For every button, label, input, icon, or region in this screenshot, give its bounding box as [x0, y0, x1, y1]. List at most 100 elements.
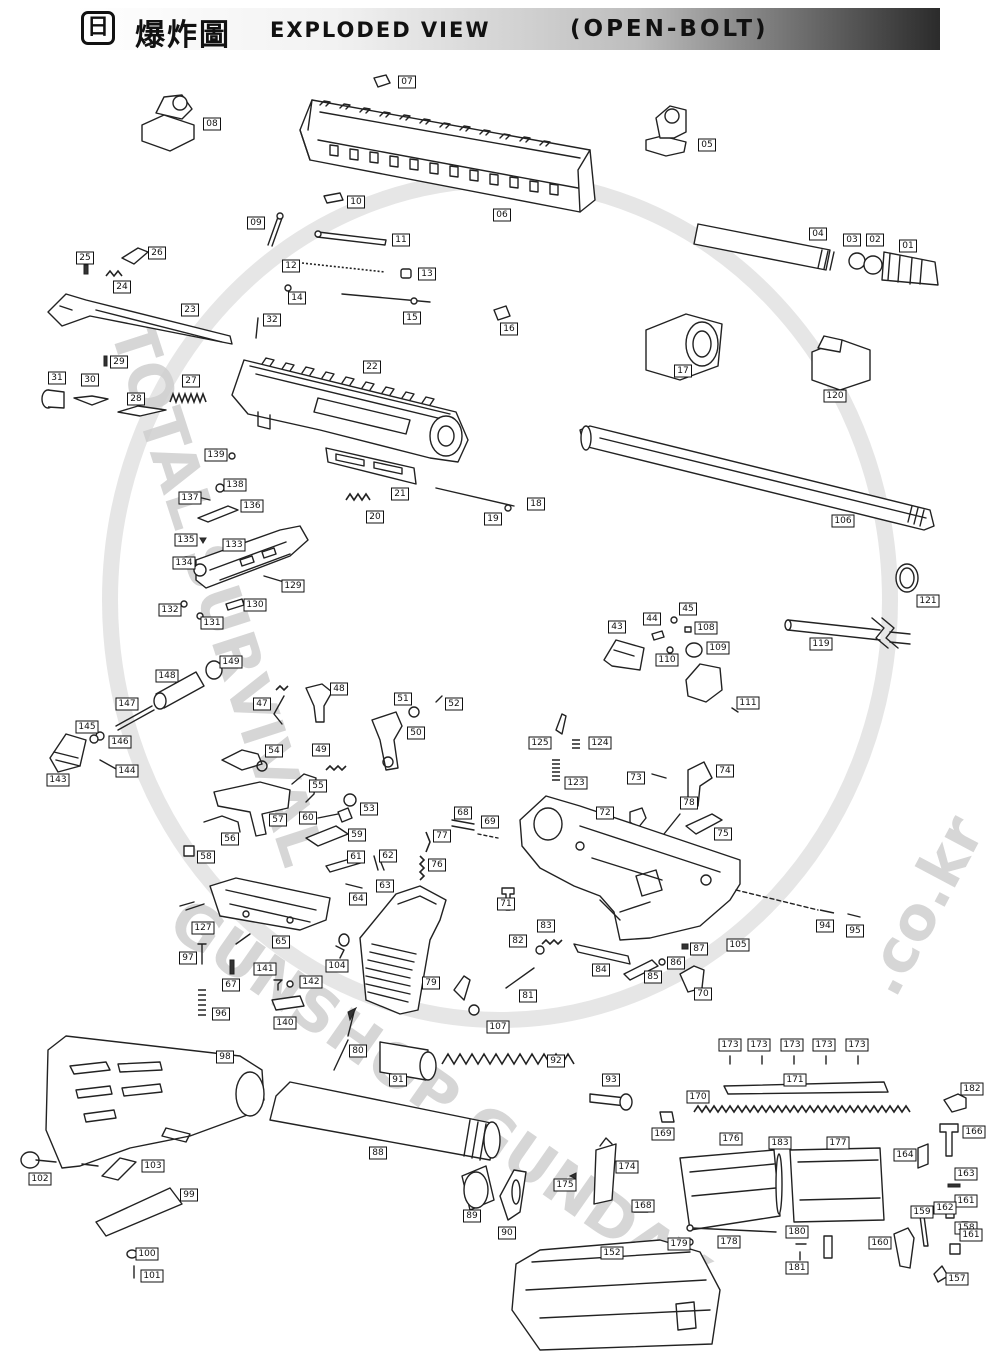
- part-callout-79: 79: [422, 976, 440, 990]
- part-callout-03: 03: [843, 233, 861, 247]
- part-callout-111: 111: [736, 696, 760, 710]
- part-number-label: 98: [219, 1052, 231, 1062]
- part-callout-164: 164: [893, 1148, 917, 1162]
- part-number-label: 04: [812, 229, 824, 239]
- part-number-label: 161: [962, 1230, 979, 1240]
- part-callout-100: 100: [135, 1247, 159, 1261]
- part-callout-20: 20: [366, 510, 384, 524]
- part-callout-101: 101: [140, 1269, 164, 1283]
- part-callout-box: [954, 1167, 978, 1181]
- part-callout-box: [717, 1235, 741, 1249]
- part-callout-86: 86: [667, 956, 685, 970]
- part-number-label: 159: [913, 1207, 930, 1217]
- part-callout-43: 43: [608, 620, 626, 634]
- part-callout-box: [588, 736, 612, 750]
- part-callout-box: [347, 195, 365, 209]
- part-callout-109: 109: [706, 641, 730, 655]
- part-callout-box: [376, 879, 394, 893]
- part-callout-14: 14: [288, 291, 306, 305]
- part-callout-box: [179, 951, 197, 965]
- part-callout-07: 07: [398, 75, 416, 89]
- part-callout-125: 125: [528, 736, 552, 750]
- part-number-label: 110: [658, 655, 675, 665]
- part-callout-box: [826, 1136, 850, 1150]
- part-number-label: 88: [372, 1148, 384, 1158]
- part-number-label: 166: [965, 1127, 982, 1137]
- part-callout-99: 99: [180, 1188, 198, 1202]
- part-number-label: 24: [116, 282, 128, 292]
- part-callout-57: 57: [269, 813, 287, 827]
- part-number-label: 143: [49, 775, 66, 785]
- part-callout-box: [714, 827, 732, 841]
- part-callout-139: 139: [204, 448, 228, 462]
- part-callout-59: 59: [348, 828, 366, 842]
- part-number-label: 63: [379, 881, 390, 891]
- part-callout-box: [493, 208, 511, 222]
- part-number-label: 176: [722, 1134, 739, 1144]
- part-number-label: 174: [618, 1162, 635, 1172]
- part-callout-177: 177: [826, 1136, 850, 1150]
- part-callout-181: 181: [785, 1261, 809, 1275]
- part-callout-box: [960, 1082, 984, 1096]
- part-callout-box: [155, 669, 179, 683]
- part-number-label: 90: [501, 1228, 513, 1238]
- part-callout-box: [674, 364, 692, 378]
- part-number-label: 15: [406, 313, 417, 323]
- part-number-label: 168: [634, 1201, 651, 1211]
- part-number-label: 28: [130, 394, 142, 404]
- part-callout-52: 52: [445, 697, 463, 711]
- part-callout-130: 130: [243, 598, 267, 612]
- part-callout-box: [394, 692, 412, 706]
- part-callout-box: [600, 1246, 624, 1260]
- part-number-label: 72: [599, 808, 610, 818]
- part-callout-132: 132: [158, 603, 182, 617]
- part-number-label: 06: [496, 210, 508, 220]
- part-callout-50: 50: [407, 726, 425, 740]
- buttstock: [45, 1035, 265, 1169]
- bolt-carrier: [193, 525, 309, 589]
- part-callout-box: [644, 970, 662, 984]
- part-callout-box: [174, 533, 198, 547]
- part-callout-53: 53: [360, 802, 378, 816]
- part-callout-box: [747, 1038, 771, 1052]
- part-callout-box: [392, 233, 410, 247]
- trigger-box: [209, 877, 331, 931]
- part-callout-94: 94: [816, 919, 834, 933]
- part-callout-180: 180: [785, 1225, 809, 1239]
- part-callout-box: [592, 963, 610, 977]
- part-number-label: 100: [138, 1249, 155, 1259]
- part-callout-127: 127: [191, 921, 215, 935]
- part-number-label: 134: [175, 558, 192, 568]
- part-number-label: 75: [717, 829, 728, 839]
- part-callout-box: [527, 497, 545, 511]
- part-number-label: 21: [394, 489, 405, 499]
- part-callout-97: 97: [179, 951, 197, 965]
- part-callout-box: [135, 1247, 159, 1261]
- part-callout-49: 49: [312, 743, 330, 757]
- part-callout-box: [433, 829, 451, 843]
- part-callout-box: [718, 1038, 742, 1052]
- part-number-label: 85: [647, 972, 658, 982]
- part-callout-129: 129: [281, 579, 305, 593]
- part-number-label: 140: [276, 1018, 293, 1028]
- part-number-label: 51: [397, 694, 408, 704]
- part-number-label: 97: [182, 953, 193, 963]
- part-number-label: 78: [683, 798, 695, 808]
- part-callout-44: 44: [643, 612, 661, 626]
- part-callout-123: 123: [564, 776, 588, 790]
- part-callout-148: 148: [155, 669, 179, 683]
- part-callout-60: 60: [299, 811, 317, 825]
- part-number-label: 22: [366, 362, 377, 372]
- part-callout-box: [76, 251, 94, 265]
- part-callout-box: [110, 355, 128, 369]
- part-callout-box: [141, 1159, 165, 1173]
- part-callout-box: [407, 726, 425, 740]
- part-callout-173: 173: [747, 1038, 771, 1052]
- part-callout-102: 102: [28, 1172, 52, 1186]
- part-callout-31: 31: [48, 371, 66, 385]
- part-callout-30: 30: [81, 373, 99, 387]
- part-callout-box: [500, 322, 518, 336]
- part-number-label: 93: [605, 1075, 616, 1085]
- part-number-label: 81: [522, 991, 533, 1001]
- part-callout-box: [243, 598, 267, 612]
